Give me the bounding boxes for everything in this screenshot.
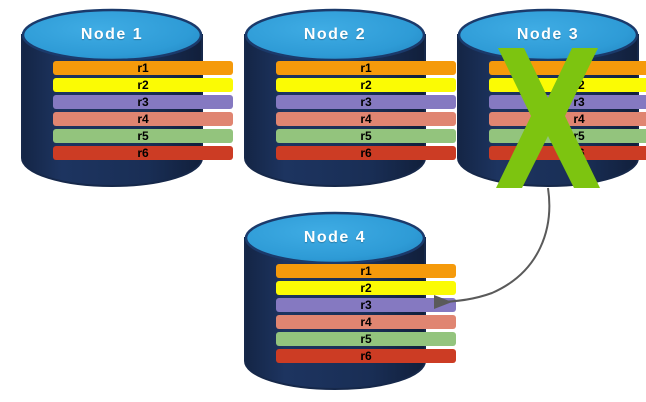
node-cylinder-2[interactable]: Node 2 r1 r2 r3 r4 r5 r6 [244, 8, 456, 187]
row-bar-r5[interactable]: r5 [53, 129, 233, 143]
node-cylinder-4[interactable]: Node 4 r1 r2 r3 r4 r5 r6 [244, 211, 456, 390]
row-label: r2 [137, 78, 149, 92]
row-bar-r4[interactable]: r4 [53, 112, 233, 126]
node-rows-2: r1 r2 r3 r4 r5 r6 [245, 61, 487, 160]
row-bar-r1[interactable]: r1 [276, 264, 456, 278]
row-bar-r2[interactable]: r2 [276, 281, 456, 295]
row-label: r4 [573, 112, 585, 126]
row-bar-r3[interactable]: r3 [276, 298, 456, 312]
row-bar-r3[interactable]: r3 [489, 95, 646, 109]
row-bar-r5[interactable]: r5 [276, 332, 456, 346]
row-label: r4 [360, 315, 372, 329]
row-bar-r2[interactable]: r2 [53, 78, 233, 92]
row-label: r3 [360, 298, 372, 312]
row-label: r3 [137, 95, 149, 109]
node-rows-3: r1 r2 r3 r4 r5 r6 [458, 61, 646, 160]
row-label: r6 [137, 146, 149, 160]
row-label: r5 [573, 129, 585, 143]
row-bar-r5[interactable]: r5 [489, 129, 646, 143]
row-label: r5 [360, 129, 372, 143]
row-label: r2 [573, 78, 585, 92]
node-cylinder-1[interactable]: Node 1 r1 r2 r3 r4 r5 r6 [21, 8, 233, 187]
row-bar-r1[interactable]: r1 [276, 61, 456, 75]
row-label: r2 [360, 281, 372, 295]
row-label: r5 [360, 332, 372, 346]
row-label: r3 [360, 95, 372, 109]
row-bar-r3[interactable]: r3 [53, 95, 233, 109]
row-bar-r1[interactable]: r1 [53, 61, 233, 75]
row-bar-r2[interactable]: r2 [276, 78, 456, 92]
row-label: r3 [573, 95, 585, 109]
row-label: r2 [360, 78, 372, 92]
row-bar-r4[interactable]: r4 [489, 112, 646, 126]
row-bar-r2[interactable]: r2 [489, 78, 646, 92]
row-label: r1 [137, 61, 149, 75]
node-cylinder-3[interactable]: Node 3 r1 r2 r3 r4 r5 r6 [457, 8, 646, 188]
row-label: r6 [360, 349, 372, 363]
row-bar-r6[interactable]: r6 [276, 146, 456, 160]
row-bar-r5[interactable]: r5 [276, 129, 456, 143]
row-bar-r4[interactable]: r4 [276, 112, 456, 126]
row-label: r6 [360, 146, 372, 160]
row-bar-r6[interactable]: r6 [53, 146, 233, 160]
row-label: r1 [573, 61, 585, 75]
row-label: r4 [137, 112, 149, 126]
row-bar-r6[interactable]: r6 [489, 146, 646, 160]
row-bar-r1[interactable]: r1 [489, 61, 646, 75]
row-label: r6 [573, 146, 585, 160]
node-rows-4: r1 r2 r3 r4 r5 r6 [245, 264, 487, 363]
row-label: r1 [360, 61, 372, 75]
row-label: r4 [360, 112, 372, 126]
row-bar-r6[interactable]: r6 [276, 349, 456, 363]
row-bar-r3[interactable]: r3 [276, 95, 456, 109]
row-label: r1 [360, 264, 372, 278]
node-rows-1: r1 r2 r3 r4 r5 r6 [22, 61, 264, 160]
row-bar-r4[interactable]: r4 [276, 315, 456, 329]
row-label: r5 [137, 129, 149, 143]
